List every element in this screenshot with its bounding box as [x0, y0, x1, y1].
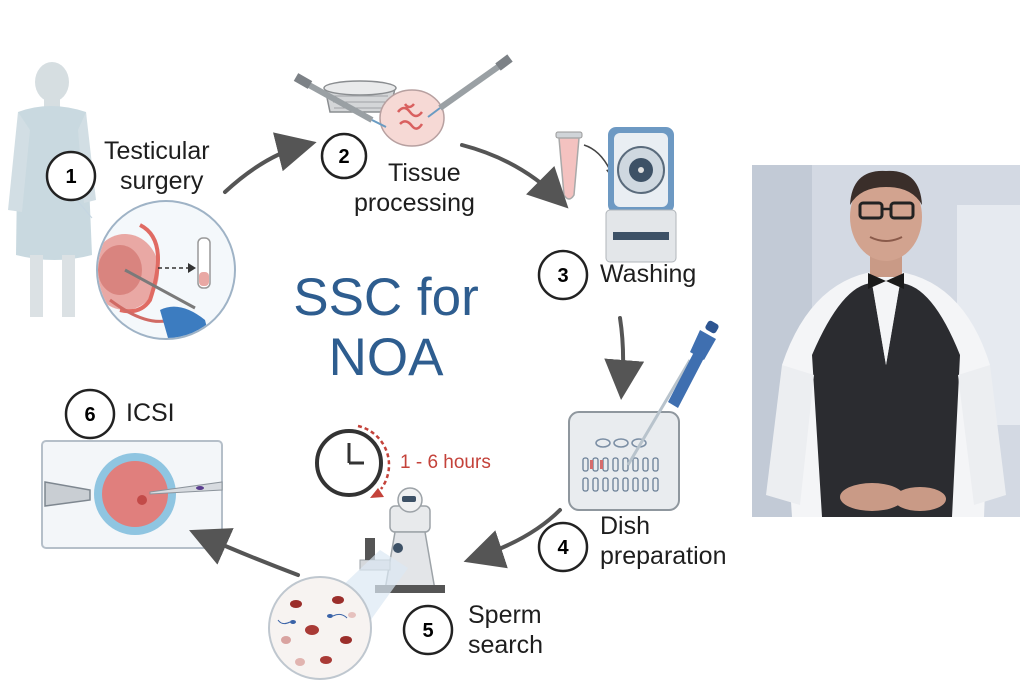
step-2-line1: Tissue	[388, 159, 461, 187]
step-4-line2: preparation	[600, 542, 727, 570]
step-5-line2: search	[468, 631, 544, 659]
arrow-1-to-2	[223, 132, 317, 194]
portrait-illustration	[752, 165, 1020, 517]
petri-dish-icon	[379, 89, 445, 147]
arrow-3-to-4	[604, 316, 645, 400]
svg-text:6: 6	[84, 404, 95, 426]
cycle-arrows	[189, 132, 645, 577]
svg-text:2: 2	[338, 146, 349, 168]
step-5-line1: Sperm	[468, 601, 542, 629]
step-6-label: ICSI	[126, 398, 175, 428]
arrow-5-to-6	[189, 528, 300, 577]
svg-text:5: 5	[422, 620, 433, 642]
step-badge-3: 3	[537, 249, 589, 301]
svg-text:1: 1	[65, 166, 76, 188]
arrow-2-to-3	[460, 143, 569, 209]
step-4-label: Dish preparation	[600, 511, 726, 571]
sample-view-icon	[268, 576, 372, 680]
step-badge-5: 5	[402, 604, 454, 656]
step-badge-1: 1	[45, 150, 97, 202]
diagram-title: SSC for NOA	[246, 268, 526, 388]
step-badge-2: 2	[320, 132, 368, 180]
step-3-line1: Washing	[600, 260, 697, 288]
step-6-line1: ICSI	[126, 399, 175, 427]
step-1-line2: surgery	[120, 167, 204, 195]
testis-biopsy-icon	[59, 179, 236, 340]
centrifuge-icon	[605, 127, 677, 263]
timer-label: 1 - 6 hours	[400, 452, 491, 473]
step-badge-6: 6	[64, 388, 116, 440]
step-1-label: Testicular surgery	[104, 136, 210, 196]
dish-icon	[568, 411, 680, 511]
step-1-line1: Testicular	[104, 137, 210, 165]
svg-text:3: 3	[557, 265, 568, 287]
step-5-label: Sperm search	[468, 600, 543, 660]
arrow-4-to-5	[463, 508, 562, 569]
step-2-label: Tissue processing	[354, 158, 475, 218]
syringe-icon	[293, 54, 513, 128]
title-line2: NOA	[328, 328, 444, 387]
icsi-icon	[41, 440, 223, 549]
step-2-line2: processing	[354, 189, 475, 217]
title-line1: SSC for	[293, 268, 479, 327]
tube-icon	[555, 131, 614, 200]
svg-text:4: 4	[557, 537, 569, 559]
step-3-label: Washing	[600, 259, 696, 289]
step-4-line1: Dish	[600, 512, 651, 540]
step-badge-4: 4	[537, 521, 589, 573]
pipette-icon	[626, 320, 719, 466]
clock-icon	[315, 424, 391, 498]
portrait-photo	[752, 165, 1020, 517]
